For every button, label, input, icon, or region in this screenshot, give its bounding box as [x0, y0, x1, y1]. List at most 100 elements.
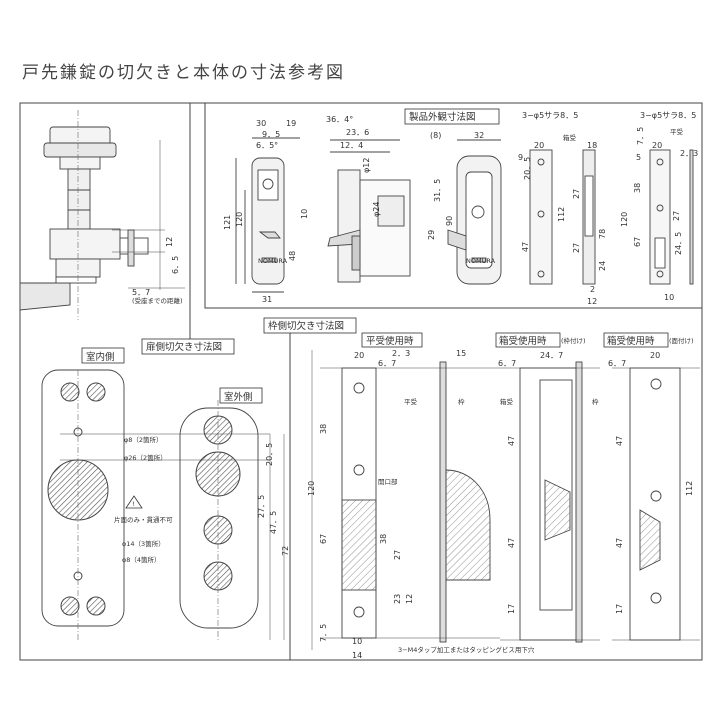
dim-31: 31	[262, 295, 272, 304]
dim-19: 19	[286, 119, 296, 128]
brand-mark: NOMURA	[258, 257, 288, 265]
product-front-plate	[235, 137, 300, 293]
dim-phi26: φ26（2箇所）	[124, 453, 167, 462]
dim-b17: 17	[507, 604, 516, 614]
warning-icon: !	[132, 500, 135, 508]
dim-6-5-deg: 6．5°	[256, 141, 278, 150]
dim-20-5: 20．5	[523, 157, 532, 180]
dim-10b: 10	[664, 293, 674, 302]
one-side-warning: 片面のみ・貫通不可	[114, 515, 173, 524]
dim-47-5: 47．5	[269, 511, 278, 534]
dim-g6-7: 6．7	[608, 359, 626, 368]
indoor-plate	[41, 369, 125, 627]
dim-g112: 112	[685, 481, 694, 496]
dim-7-5: 7．5	[636, 127, 645, 145]
dim-78: 78	[598, 229, 607, 239]
label-box-use-b-note: (面付け)	[669, 336, 694, 345]
dim-27-5: 27．5	[257, 495, 266, 518]
page-title: 戸先鎌錠の切欠きと本体の寸法参考図	[22, 63, 345, 83]
label-opening: 開口部	[378, 477, 398, 486]
brand-mark-2: NOMURA	[466, 257, 496, 265]
dim-24: 24	[598, 261, 607, 271]
dim-g47: 47	[615, 436, 624, 446]
dim-30: 30	[256, 119, 266, 128]
dim-27c: 27	[672, 211, 681, 221]
dim-120: 120	[235, 212, 244, 227]
product-box-strike	[529, 149, 596, 285]
dim-f2-3: 2．3	[392, 349, 410, 358]
dim-27a: 27	[572, 189, 581, 199]
dim-f23: 23	[393, 594, 402, 604]
dim-6-5: 6．5	[171, 256, 180, 274]
lock-side-view	[19, 110, 185, 320]
box-use-surface-view	[612, 367, 700, 641]
label-frame-2: 枠	[592, 397, 599, 406]
dim-112a: 112	[557, 207, 566, 222]
dim-8-paren: (8)	[430, 131, 441, 140]
product-flat-strike	[649, 149, 694, 285]
tap-note: 3−M4タップ加工またはタッピングビス用下穴	[398, 645, 535, 654]
dim-9-5: 9．5	[262, 130, 280, 139]
label-box-recv-top: 箱受	[563, 133, 577, 142]
label-flat-recv: 平受	[404, 397, 418, 406]
dim-20a: 20	[534, 141, 544, 150]
dim-f12: 12	[405, 594, 414, 604]
label-product-view: 製品外観寸法図	[409, 111, 476, 123]
dim-f10: 10	[352, 637, 362, 646]
label-flat-recv-top: 平受	[670, 127, 684, 136]
dim-5: 5	[636, 153, 641, 162]
dim-f27: 27	[393, 550, 402, 560]
dim-5-7: 5．7	[132, 288, 150, 297]
dim-18: 18	[587, 141, 597, 150]
dim-23-6: 23．6	[346, 128, 369, 137]
dim-12-4: 12．4	[340, 141, 363, 150]
dim-b24-7: 24．7	[540, 351, 563, 360]
label-box-recv: 箱受	[500, 397, 514, 406]
dim-90: 90	[445, 216, 454, 226]
dim-b6-7: 6．7	[498, 359, 516, 368]
dim-g17: 17	[615, 604, 624, 614]
screw-a: 3−φ5サラ8．5	[522, 111, 578, 120]
label-frame-cutout: 枠側切欠き寸法図	[268, 320, 344, 332]
dim-f67: 67	[319, 534, 328, 544]
dim-f14: 14	[352, 651, 362, 660]
dim-phi12: φ12	[362, 158, 371, 173]
dim-120b: 120	[620, 212, 629, 227]
label-flat-use: 平受使用時	[366, 335, 414, 347]
box-use-frame-view	[500, 361, 600, 643]
label-outdoor: 室外側	[224, 391, 253, 403]
dim-phi24: φ24	[372, 202, 381, 217]
dim-g47b: 47	[615, 538, 624, 548]
dim-121: 121	[223, 215, 232, 230]
label-indoor: 室内側	[86, 351, 115, 363]
dim-f6-7: 6．7	[378, 359, 396, 368]
flat-use-view	[311, 350, 500, 650]
dim-20-5b: 20．5	[265, 443, 274, 466]
dim-47a: 47	[521, 242, 530, 252]
label-box-use-b: 箱受使用時	[607, 335, 655, 347]
dim-31-5: 31．5	[433, 179, 442, 202]
dim-f120: 120	[307, 481, 316, 496]
label-door-cutout: 扉側切欠き寸法図	[146, 341, 222, 353]
label-box-use-a-note: (枠付け)	[561, 336, 586, 345]
dim-20-b: 20	[652, 141, 662, 150]
dim-2-3: 2．3	[680, 149, 698, 158]
dim-b47b: 47	[507, 538, 516, 548]
product-panel-border	[204, 103, 702, 309]
dim-f20: 20	[354, 351, 364, 360]
dim-phi14: φ14（3箇所）	[122, 539, 165, 548]
dim-32: 32	[474, 131, 484, 140]
dim-27b: 27	[572, 243, 581, 253]
dim-48: 48	[288, 251, 297, 261]
dim-9: 9	[518, 153, 523, 162]
label-frame: 枠	[458, 397, 465, 406]
dim-29: 29	[427, 230, 436, 240]
dim-10: 10	[300, 209, 309, 219]
label-box-use-a: 箱受使用時	[499, 335, 547, 347]
outer-frame	[19, 102, 703, 661]
dim-phi8-2: φ8（2箇所）	[124, 435, 163, 444]
dim-2: 2	[590, 285, 595, 294]
dim-f38b: 38	[379, 534, 388, 544]
dim-24-5: 24．5	[674, 232, 683, 255]
